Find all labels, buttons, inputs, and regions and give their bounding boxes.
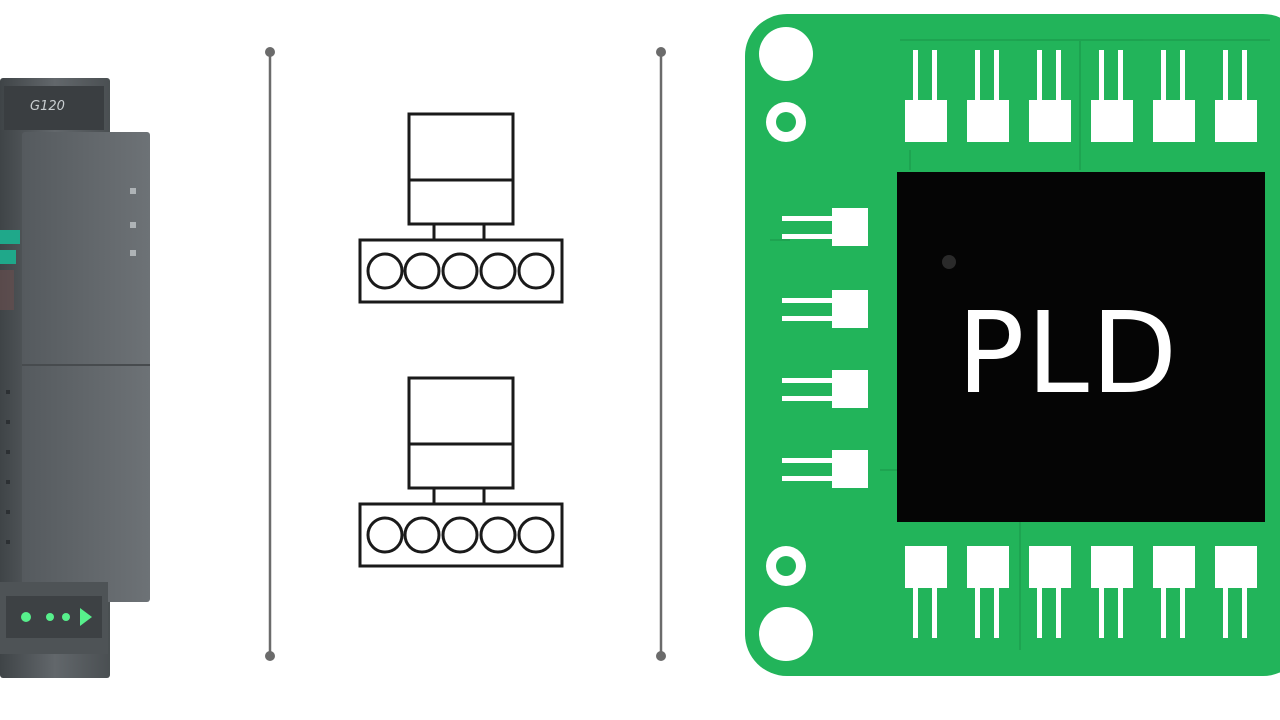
pcb-top-pins: [905, 50, 1257, 142]
relay-module-icon: [358, 112, 564, 304]
chip-label: PLD: [957, 289, 1179, 419]
pcb-bottom-pins: [905, 546, 1257, 638]
plc-connector-teal: [0, 230, 20, 244]
plc-label-plate: [4, 86, 104, 130]
plc-front-panel: [22, 132, 150, 602]
plc-model-label: G120: [30, 99, 65, 114]
pld-chip: [897, 172, 1265, 522]
pcb-mounting-hole: [759, 607, 813, 661]
plc-status-led: [62, 613, 70, 621]
pcb-mounting-hole: [759, 27, 813, 81]
divider-left: [265, 47, 275, 661]
plc-hardware-icon: G120: [0, 78, 150, 678]
plc-connector-teal: [0, 250, 16, 264]
divider-right: [656, 47, 666, 661]
plc-status-led: [80, 608, 92, 626]
pcb-left-pins: [782, 208, 868, 488]
plc-status-led: [21, 612, 31, 622]
plc-status-led: [46, 613, 54, 621]
chip-orientation-dot: [942, 255, 956, 269]
relay-module-icon: [358, 376, 564, 568]
pld-chip-board-icon: PLD: [745, 14, 1280, 676]
